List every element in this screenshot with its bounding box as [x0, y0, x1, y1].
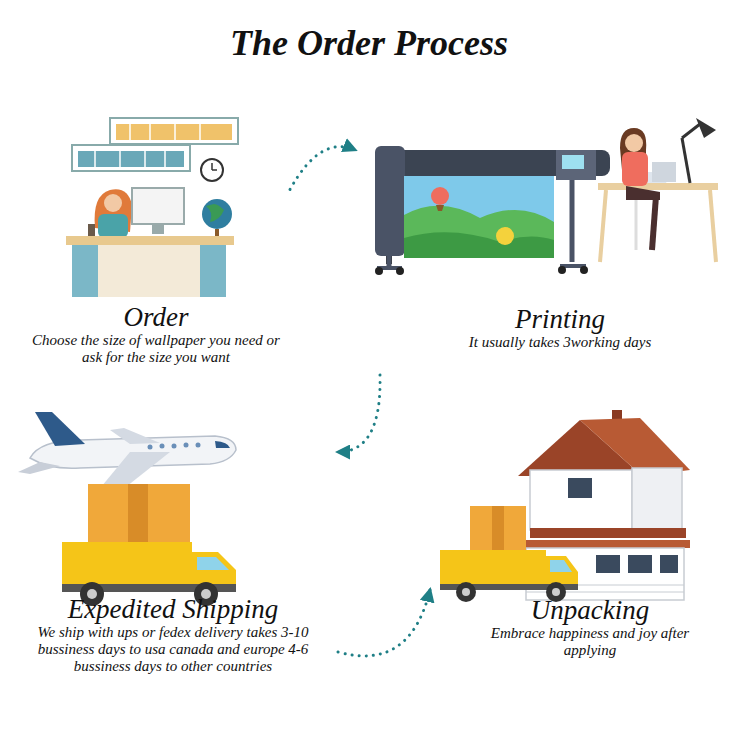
step-description: It usually takes 3working days	[450, 334, 670, 351]
process-step: UnpackingEmbrace happiness and joy after…	[430, 405, 730, 680]
process-step: OrderChoose the size of wallpaper you ne…	[20, 110, 290, 375]
step-text: PrintingIt usually takes 3working days	[450, 304, 670, 351]
process-step: Expedited ShippingWe ship with ups or fe…	[8, 440, 338, 698]
shipping-illustration	[18, 412, 236, 606]
step-text: OrderChoose the size of wallpaper you ne…	[25, 302, 287, 366]
step-text: Expedited ShippingWe ship with ups or fe…	[11, 594, 335, 675]
dotted-arrow	[338, 375, 380, 452]
printing-illustration	[375, 118, 718, 275]
dotted-arrow	[338, 590, 430, 656]
step-description: We ship with ups or fedex delivery takes…	[11, 624, 335, 675]
step-description: Choose the size of wallpaper you need or…	[25, 332, 287, 366]
step-heading: Order	[25, 302, 287, 332]
diagram-title: The Order Process	[0, 22, 738, 64]
step-heading: Expedited Shipping	[11, 594, 335, 624]
step-description: Embrace happiness and joy after applying	[485, 625, 695, 659]
order-illustration	[66, 118, 238, 297]
unpacking-illustration	[440, 410, 690, 602]
dotted-arrow	[290, 147, 355, 190]
step-text: UnpackingEmbrace happiness and joy after…	[485, 595, 695, 659]
process-step: PrintingIt usually takes 3working days	[355, 110, 725, 375]
step-heading: Printing	[450, 304, 670, 334]
step-heading: Unpacking	[485, 595, 695, 625]
